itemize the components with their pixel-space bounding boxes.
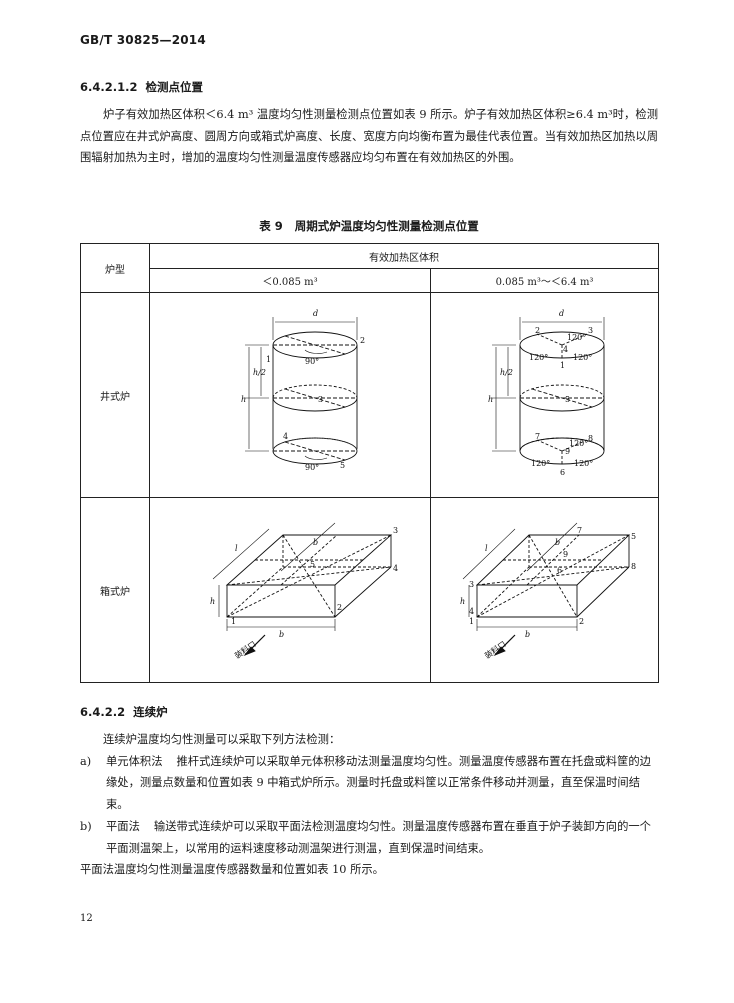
point-3-box: 3 xyxy=(393,526,398,535)
point-5-box: 5 xyxy=(310,560,315,569)
point-6-large: 6 xyxy=(560,468,565,477)
label-b-box-large-top: b xyxy=(555,538,560,547)
section-number-2: 6.4.2.2 xyxy=(80,705,126,719)
label-120deg-top-3: 120° xyxy=(573,353,592,362)
label-h-box: h xyxy=(210,597,215,606)
term-unit-volume: 单元体积法 xyxy=(106,754,163,768)
label-l-box: l xyxy=(235,544,238,553)
label-120deg-bottom-1: 120° xyxy=(569,439,588,448)
label-d-large: d xyxy=(559,309,564,318)
point-4-box: 4 xyxy=(393,564,398,573)
continuous-furnace-content: 连续炉温度均匀性测量可以采取下列方法检测： a) 单元体积法推杆式连续炉可以采取… xyxy=(80,729,658,881)
table-caption: 表 9 周期式炉温度均匀性测量检测点位置 xyxy=(80,218,658,234)
label-h-box-large: h xyxy=(460,597,465,606)
section-heading-6-4-2-2: 6.4.2.2 连续炉 xyxy=(80,704,168,720)
pit-furnace-large-diagram: d h h/2 120° 120° 120° 120° 120° 120° 2 … xyxy=(488,309,605,477)
section-title-2: 连续炉 xyxy=(133,705,168,719)
point-5-box-large: 5 xyxy=(631,532,636,541)
list-item-b: b) 平面法输送带式连续炉可以采取平面法检测温度均匀性。测量温度传感器布置在垂直… xyxy=(80,816,658,859)
label-h-half-large: h/2 xyxy=(500,368,513,377)
point-4: 4 xyxy=(283,432,288,441)
list-item-a: a) 单元体积法推杆式连续炉可以采取单元体积移动法测量温度均匀性。测量温度传感器… xyxy=(80,751,658,816)
label-h: h xyxy=(241,395,246,404)
section-heading-6-4-2-1-2: 6.4.2.1.2 检测点位置 xyxy=(80,79,203,95)
header-volume-large: 0.085 m³～＜6.4 m³ xyxy=(430,268,659,293)
term-plane-method: 平面法 xyxy=(106,819,140,833)
point-8-box-large: 8 xyxy=(631,562,636,571)
point-6-box-large: 6 xyxy=(557,566,562,575)
cell-box-small: h l b b 1 2 3 4 5 装料口 xyxy=(149,497,431,683)
list-marker-b: b) xyxy=(80,819,92,833)
table-9: 炉型 有效加热区体积 ＜0.085 m³ 0.085 m³～＜6.4 m³ 井式… xyxy=(80,243,659,683)
text-plane-method: 输送带式连续炉可以采取平面法检测温度均匀性。测量温度传感器布置在垂直于炉子装卸方… xyxy=(106,819,651,855)
point-2-large: 2 xyxy=(535,326,540,335)
intro-text: 连续炉温度均匀性测量可以采取下列方法检测： xyxy=(103,733,341,746)
point-2-box-large: 2 xyxy=(579,617,584,626)
box-furnace-large-diagram: h l b b 1 2 3 4 5 8 7 9 6 装料口 xyxy=(460,522,636,661)
header-volume-small: ＜0.085 m³ xyxy=(149,268,431,293)
list-marker-a: a) xyxy=(80,754,92,768)
label-90deg-top: 90° xyxy=(305,357,319,366)
header-furnace-type: 炉型 xyxy=(80,243,150,293)
label-d: d xyxy=(313,309,318,318)
row-label-box-furnace: 箱式炉 xyxy=(80,497,150,683)
point-3-large: 3 xyxy=(588,326,593,335)
label-120deg-bottom-3: 120° xyxy=(574,459,593,468)
point-9-box-large: 9 xyxy=(563,550,568,559)
point-9-large: 9 xyxy=(565,447,570,456)
label-l-box-large: l xyxy=(485,544,488,553)
point-4-large: 4 xyxy=(563,345,568,354)
point-1-large: 1 xyxy=(560,361,565,370)
section-number: 6.4.2.1.2 xyxy=(80,80,138,94)
label-120deg-bottom-2: 120° xyxy=(531,459,550,468)
point-7-large: 7 xyxy=(535,432,540,441)
point-5-large: 5 xyxy=(565,395,570,404)
label-b-box-large: b xyxy=(525,630,530,639)
point-5: 5 xyxy=(340,461,345,470)
point-3: 3 xyxy=(318,395,323,404)
cell-box-large: h l b b 1 2 3 4 5 8 7 9 6 装料口 xyxy=(430,497,659,683)
point-2-box: 2 xyxy=(337,603,342,612)
point-8-large: 8 xyxy=(588,434,593,443)
point-2: 2 xyxy=(360,336,365,345)
cell-pit-small: d h h/2 90° 90° 1 2 3 4 5 xyxy=(149,292,431,498)
row-label-pit-furnace: 井式炉 xyxy=(80,292,150,498)
point-4-box-large: 4 xyxy=(469,607,474,616)
label-90deg-bottom: 90° xyxy=(305,463,319,472)
cell-pit-large: d h h/2 120° 120° 120° 120° 120° 120° 2 … xyxy=(430,292,659,498)
table-number: 表 9 xyxy=(259,219,283,233)
point-1-box-large: 1 xyxy=(469,617,474,626)
label-b-box: b xyxy=(279,630,284,639)
label-120deg-top-1: 120° xyxy=(567,333,586,342)
point-3-box-large: 3 xyxy=(469,580,474,589)
header-volume: 有效加热区体积 xyxy=(149,243,659,269)
label-h-large: h xyxy=(488,395,493,404)
point-7-box-large: 7 xyxy=(577,526,582,535)
label-b-box-top: b xyxy=(313,538,318,547)
paragraph-detection-position: 炉子有效加热区体积＜6.4 m³ 温度均匀性测量检测点位置如表 9 所示。炉子有… xyxy=(80,108,658,165)
standard-header: GB/T 30825—2014 xyxy=(80,33,206,47)
label-120deg-top-2: 120° xyxy=(529,353,548,362)
table-title: 周期式炉温度均匀性测量检测点位置 xyxy=(294,219,479,233)
closing-text: 平面法温度均匀性测量温度传感器数量和位置如表 10 所示。 xyxy=(80,863,384,877)
section-title: 检测点位置 xyxy=(145,80,203,94)
text-unit-volume: 推杆式连续炉可以采取单元体积移动法测量温度均匀性。测量温度传感器布置在托盘或料筐… xyxy=(106,754,651,812)
point-1-box: 1 xyxy=(231,617,236,626)
page-number: 12 xyxy=(80,913,93,924)
point-1: 1 xyxy=(266,355,271,364)
box-furnace-small-diagram: h l b b 1 2 3 4 5 装料口 xyxy=(210,522,398,661)
pit-furnace-small-diagram: d h h/2 90° 90° 1 2 3 4 5 xyxy=(241,309,365,472)
label-h-half: h/2 xyxy=(253,368,266,377)
